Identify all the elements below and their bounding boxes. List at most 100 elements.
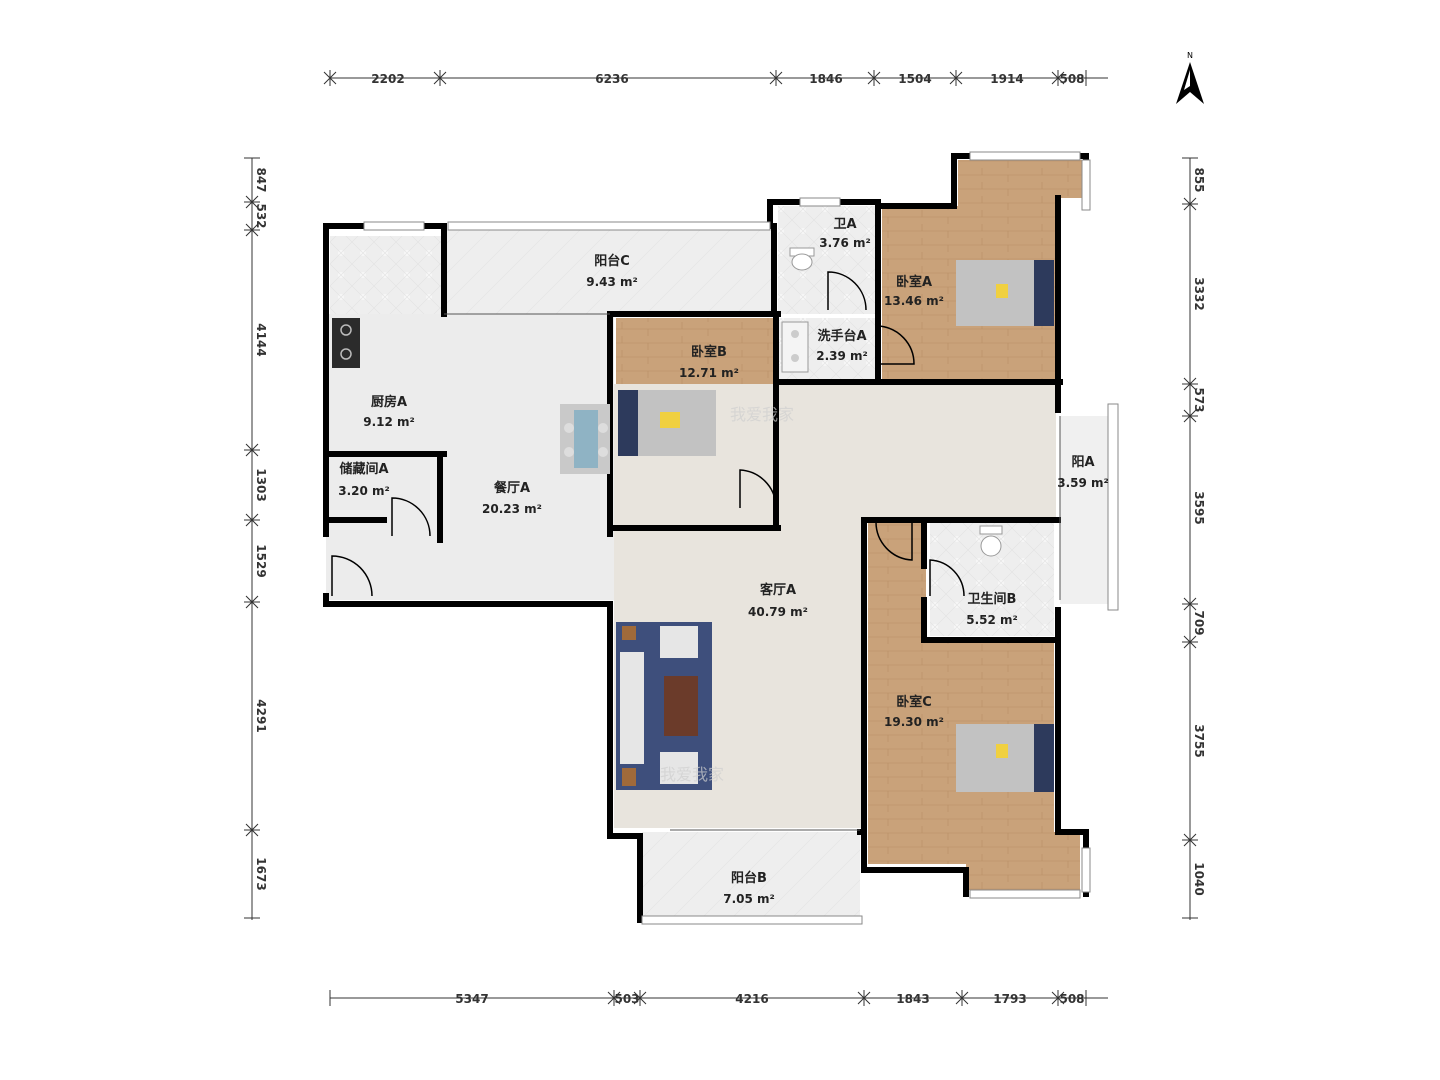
dim-top-6: 508 <box>1059 72 1084 86</box>
door-bedroom-b <box>739 469 777 508</box>
dim-left-4: 1303 <box>254 468 268 501</box>
doors <box>331 271 965 597</box>
room-area-dining-a: 20.23 m² <box>482 502 542 516</box>
bed-c-icon <box>956 724 1054 792</box>
room-name-storage-a: 储藏间A <box>338 461 388 477</box>
dim-bottom-6: 508 <box>1059 992 1084 1006</box>
window-bedroom-a-side <box>1081 159 1091 211</box>
toilet-b-icon <box>979 525 1003 557</box>
balcony-c-floor <box>444 230 774 314</box>
door-storage <box>391 497 431 537</box>
room-name-balcony-a: 阳A <box>1071 455 1094 470</box>
dimension-top: 2202 6236 1846 1504 1914 508 <box>323 70 1108 86</box>
room-name-bath-b: 卫生间B <box>968 591 1017 607</box>
dim-bottom-4: 1843 <box>896 992 929 1006</box>
room-area-bedroom-c: 19.30 m² <box>884 715 944 729</box>
balcony-b-floor <box>642 832 860 916</box>
dim-top-2: 6236 <box>595 72 628 86</box>
room-name-living-a: 客厅A <box>760 582 796 598</box>
room-name-washbasin-a: 洗手台A <box>817 328 866 344</box>
room-area-storage-a: 3.20 m² <box>338 484 390 498</box>
toilet-a-icon <box>789 247 815 271</box>
balcony-a-floor <box>1060 416 1112 604</box>
furniture <box>332 247 1054 792</box>
window-bath-a <box>799 197 841 207</box>
room-area-bedroom-a: 13.46 m² <box>884 294 944 308</box>
room-area-bedroom-b: 12.71 m² <box>679 366 739 380</box>
room-name-balcony-c: 阳台C <box>594 253 630 269</box>
dimension-right: 855 3332 573 3595 709 3755 1040 <box>1182 157 1206 920</box>
window-kitchen <box>363 221 425 231</box>
room-name-bedroom-b: 卧室B <box>691 344 727 360</box>
room-labels: 阳台C 9.43 m² 卫A 3.76 m² 卧室A 13.46 m² 洗手台A… <box>338 217 1109 906</box>
room-area-washbasin-a: 2.39 m² <box>816 349 868 363</box>
dim-ticks-bottom <box>329 990 1087 1006</box>
dim-bottom-3: 4216 <box>735 992 768 1006</box>
door-bedroom-a <box>877 325 915 365</box>
dim-bottom-1: 5347 <box>455 992 488 1006</box>
dim-top-3: 1846 <box>809 72 842 86</box>
dim-right-7: 1040 <box>1192 862 1206 895</box>
dim-right-5: 709 <box>1192 610 1206 635</box>
room-area-balcony-a: 3.59 m² <box>1057 476 1109 490</box>
room-area-living-a: 40.79 m² <box>748 605 808 619</box>
living-room-set-icon <box>616 622 712 790</box>
dim-left-3: 4144 <box>254 323 268 356</box>
watermark-text-2: 我爱我家 <box>660 765 724 784</box>
bed-b-icon <box>618 390 716 456</box>
watermark: 我爱我家 我爱我家 <box>660 405 794 784</box>
windows <box>363 151 1119 925</box>
room-name-balcony-b: 阳台B <box>731 870 767 886</box>
window-balcony-b <box>641 915 863 925</box>
dining-table-icon <box>560 404 610 474</box>
room-area-balcony-b: 7.05 m² <box>723 892 775 906</box>
dim-left-7: 1673 <box>254 857 268 890</box>
room-area-bath-a: 3.76 m² <box>819 236 871 250</box>
watermark-text: 我爱我家 <box>730 405 794 424</box>
window-bedroom-c-side <box>1081 847 1091 893</box>
window-balcony-a <box>1107 403 1119 611</box>
dim-left-5: 1529 <box>254 544 268 577</box>
door-entrance <box>331 555 373 597</box>
dim-right-4: 3595 <box>1192 491 1206 524</box>
dim-top-1: 2202 <box>371 72 404 86</box>
door-bedroom-c <box>875 521 913 561</box>
door-bath-b <box>929 559 965 597</box>
room-area-bath-b: 5.52 m² <box>966 613 1018 627</box>
window-bedroom-a <box>969 151 1081 161</box>
dim-ticks-left <box>244 157 260 919</box>
north-arrow-icon: N <box>1176 51 1204 104</box>
dim-ticks-right <box>1182 157 1198 919</box>
dim-left-2: 532 <box>254 203 268 228</box>
dim-bottom-2: 503 <box>614 992 639 1006</box>
dim-top-4: 1504 <box>898 72 931 86</box>
window-bedroom-c <box>969 889 1081 899</box>
room-name-bedroom-c: 卧室C <box>896 694 932 710</box>
dimension-bottom: 5347 503 4216 1843 1793 508 <box>329 990 1108 1006</box>
room-area-kitchen-a: 9.12 m² <box>363 415 415 429</box>
room-name-bath-a: 卫A <box>833 217 856 232</box>
walls <box>323 153 1089 923</box>
room-name-bedroom-a: 卧室A <box>896 274 932 290</box>
dim-ticks-top <box>323 70 1087 86</box>
dim-bottom-5: 1793 <box>993 992 1026 1006</box>
door-bath-a <box>827 271 867 311</box>
dim-left-6: 4291 <box>254 699 268 732</box>
room-name-dining-a: 餐厅A <box>493 480 530 496</box>
room-area-balcony-c: 9.43 m² <box>586 275 638 289</box>
dim-right-3: 573 <box>1192 387 1206 412</box>
room-name-kitchen-a: 厨房A <box>371 394 407 410</box>
dim-right-6: 3755 <box>1192 724 1206 757</box>
dim-right-2: 3332 <box>1192 277 1206 310</box>
dimension-left: 847 532 4144 1303 1529 4291 1673 <box>244 157 268 920</box>
dim-top-5: 1914 <box>990 72 1023 86</box>
living-a-floor <box>614 384 1056 828</box>
window-balcony-c <box>447 221 771 231</box>
dim-left-1: 847 <box>254 167 268 192</box>
dim-right-1: 855 <box>1192 167 1206 192</box>
washbasin-icon <box>781 321 809 373</box>
compass-label: N <box>1187 51 1193 60</box>
bed-a-icon <box>956 260 1054 326</box>
